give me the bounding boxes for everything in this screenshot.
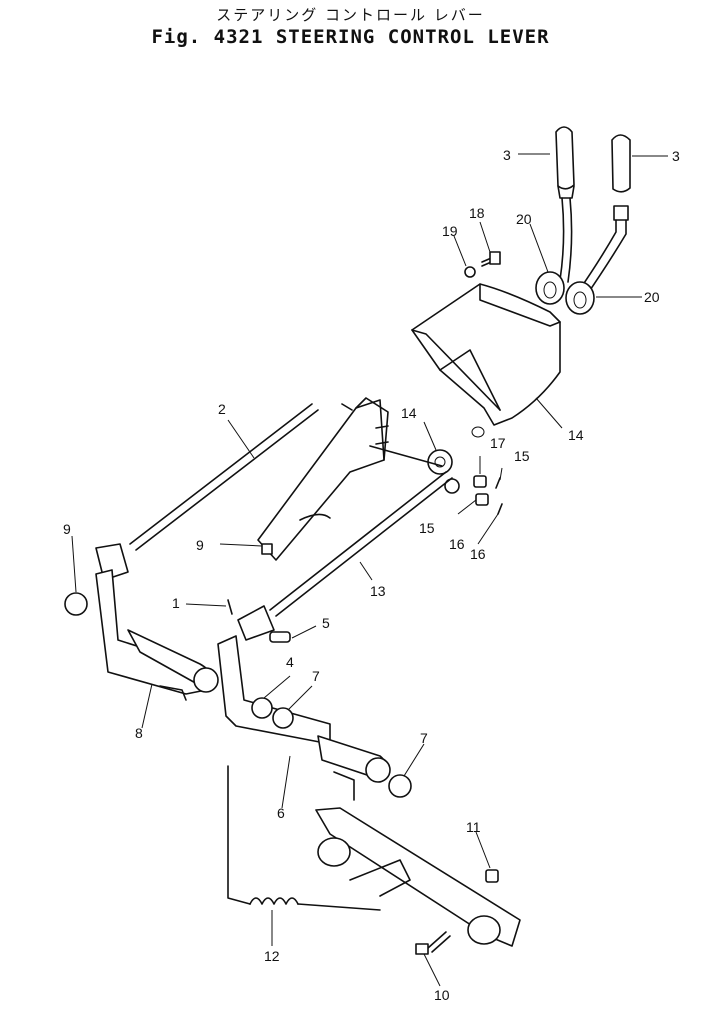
label-18: 18 [469, 205, 485, 221]
part-2-rod [95, 403, 319, 581]
label-16-top: 15 [514, 448, 530, 464]
label-14-bottom: 15 [419, 520, 435, 536]
label-8: 8 [135, 725, 143, 741]
part-9-bushing-left [64, 592, 88, 616]
label-14-top: 14 [401, 405, 417, 421]
label-20-right: 20 [644, 289, 660, 305]
support-plate [315, 807, 521, 947]
label-3-right: 3 [672, 148, 680, 164]
part-14-bushings [427, 449, 460, 494]
label-20-left: 20 [516, 211, 532, 227]
part-3-left-lever [555, 126, 575, 283]
part-19-washer [464, 266, 476, 278]
label-2: 2 [218, 401, 226, 417]
label-5: 1 [172, 595, 180, 611]
label-9-center: 4 [286, 654, 294, 670]
part-13-bracket [257, 397, 389, 561]
part-12-spring [227, 765, 381, 911]
leader-lines [71, 153, 668, 987]
part-7-bushing-right [388, 774, 412, 798]
part-18-bolt [481, 251, 501, 267]
label-10: 10 [434, 987, 450, 1003]
label-7-center: 7 [312, 668, 320, 684]
label-3-left: 3 [503, 147, 511, 163]
label-19: 19 [442, 223, 458, 239]
figure-title: Fig. 4321 STEERING CONTROL LEVER [151, 26, 550, 48]
label-16-bottom: 16 [470, 546, 486, 562]
part-labels: 3 3 18 19 20 20 2 14 14 17 15 15 16 16 9… [63, 147, 680, 1003]
label-7-right: 7 [420, 730, 428, 746]
label-12: 12 [264, 948, 280, 964]
label-15-bottom: 16 [449, 536, 465, 552]
part-1-rod [237, 445, 453, 641]
part-6-lever [217, 635, 391, 801]
label-11: 11 [466, 819, 481, 835]
part-4-pin [269, 631, 291, 643]
part-5-pin [227, 599, 233, 615]
part-11-nut [485, 869, 499, 883]
label-1: 13 [370, 583, 386, 599]
part-16-pins [495, 477, 503, 515]
title-japanese: ステアリング コントロール レバー [216, 6, 485, 24]
label-13: 9 [196, 537, 204, 553]
part-17-cover [411, 283, 561, 438]
label-4: 5 [322, 615, 330, 631]
part-20-grommets [535, 271, 595, 315]
part-3-right-lever [577, 134, 631, 297]
part-8-lever [95, 569, 219, 701]
part-7-bushing-center [272, 707, 294, 729]
label-9-left: 9 [63, 521, 71, 537]
label-6: 6 [277, 805, 285, 821]
label-15-top: 17 [490, 435, 506, 451]
label-17: 14 [568, 427, 584, 443]
part-15-nuts [473, 475, 489, 506]
part-9-bushing-center [251, 697, 273, 719]
part-10-bolt [415, 931, 451, 955]
